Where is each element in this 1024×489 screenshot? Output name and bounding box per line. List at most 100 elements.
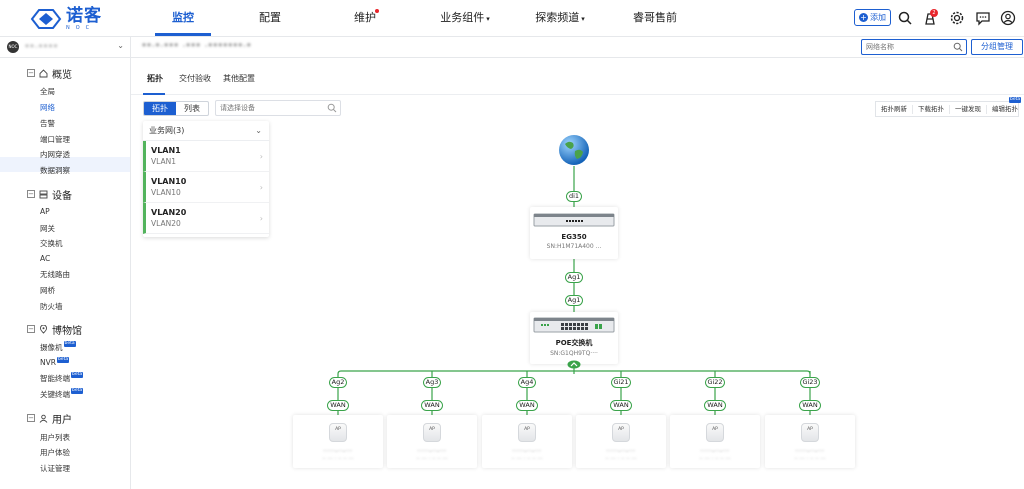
device-search[interactable] [215, 100, 341, 116]
ap-name: ·····-··-··· [512, 448, 542, 455]
network-search[interactable] [861, 39, 967, 55]
user-account-icon[interactable] [1000, 10, 1016, 26]
gear-icon[interactable] [949, 10, 965, 26]
tab-active-indicator [143, 93, 165, 95]
caret-down-icon: ▾ [581, 15, 585, 23]
ap-info: ·· ··· · ·· ·· ··· [605, 456, 637, 462]
search-icon[interactable] [327, 103, 337, 113]
group-management-button[interactable]: 分组管理 [971, 39, 1023, 55]
chevron-right-icon: › [259, 152, 263, 161]
port-label: Gi22 [705, 377, 725, 388]
sidebar-item-global[interactable]: 全局 [40, 87, 55, 96]
switch-device-icon [533, 317, 615, 333]
collapse-toggle-icon[interactable] [567, 360, 581, 369]
access-point-icon: AP [706, 423, 724, 442]
wan-label: WAN [610, 400, 632, 411]
ap-device-card[interactable]: AP ·····-··-··· ·· ··· · ·· ·· ··· [765, 415, 855, 468]
sidebar-item-wireless-router[interactable]: 无线路由 [40, 270, 70, 279]
sidebar-section-users[interactable]: − 用户 [27, 414, 72, 426]
network-search-input[interactable] [862, 40, 952, 54]
access-point-icon: AP [329, 423, 347, 442]
sidebar-item-alarms[interactable]: 告警 [40, 119, 55, 128]
tab-delivery-acceptance[interactable]: 交付验收 [179, 74, 211, 83]
sidebar-item-switch[interactable]: 交换机 [40, 239, 63, 248]
project-name: **·**** [25, 42, 59, 52]
business-network-header[interactable]: 业务网(3) ⌄ [143, 121, 269, 141]
beta-badge: beta [63, 341, 76, 347]
beta-badge: beta [56, 357, 70, 363]
sidebar-item-ap[interactable]: AP [40, 207, 50, 216]
sidebar-item-auth-management[interactable]: 认证管理 [40, 464, 70, 473]
refresh-topology-button[interactable]: 拓扑刷新 [876, 104, 913, 114]
link-label: Ag1 [565, 272, 583, 283]
add-button[interactable]: + 添加 [854, 9, 891, 26]
project-selector[interactable]: NOC **·**** ⌄ [0, 37, 131, 57]
wan-label: WAN [516, 400, 538, 411]
ap-device-card[interactable]: AP ·····-··-··· ·· ··· · ·· ·· ··· [576, 415, 666, 468]
ap-info: ·· ··· · ·· ·· ··· [794, 456, 826, 462]
sidebar-item-gateway[interactable]: 网关 [40, 224, 55, 233]
nav-business-components[interactable]: 业务组件▾ [440, 11, 490, 24]
sidebar-item-data-insight[interactable]: 数据洞察 [40, 166, 70, 175]
vlan-item[interactable]: VLAN1 VLAN1 › [143, 141, 269, 172]
sidebar-section-devices[interactable]: − 设备 [27, 190, 72, 202]
business-network-panel: 业务网(3) ⌄ VLAN1 VLAN1 › VLAN10 VLAN10 › V… [143, 121, 269, 237]
switch-device-card[interactable]: POE交换机 SN:G1QH9TQ···· [530, 312, 618, 364]
beta-badge: beta [1009, 97, 1022, 103]
device-search-input[interactable] [216, 101, 326, 115]
ap-name: ·····-··-··· [606, 448, 636, 455]
search-icon[interactable] [897, 10, 913, 26]
nav-explore-channel[interactable]: 探索频道▾ [535, 11, 585, 24]
ap-device-card[interactable]: AP ·····-··-··· ·· ··· · ·· ·· ··· [670, 415, 760, 468]
view-toggle: 拓扑 列表 [143, 101, 209, 116]
brand-name-en: NOC [66, 24, 96, 31]
brand-logo[interactable]: 诺客 NOC [30, 6, 130, 32]
ap-device-card[interactable]: AP ·····-··-··· ·· ··· · ·· ·· ··· [482, 415, 572, 468]
location-icon [39, 324, 48, 334]
sidebar-item-nat-traversal[interactable]: 内网穿透 [40, 150, 70, 159]
sidebar-item-network[interactable]: 网络 [40, 103, 55, 112]
sidebar-item-user-experience[interactable]: 用户体验 [40, 448, 70, 457]
port-label: Gi23 [800, 377, 820, 388]
logo-icon [30, 9, 62, 29]
internet-globe-icon[interactable] [558, 134, 590, 166]
tab-other-config[interactable]: 其他配置 [223, 74, 255, 83]
tab-topology[interactable]: 拓扑 [147, 74, 163, 83]
ap-device-card[interactable]: AP ·····-··-··· ·· ··· · ·· ·· ··· [387, 415, 477, 468]
download-topology-button[interactable]: 下载拓扑 [913, 104, 950, 114]
switch-sn: SN:G1QH9TQ···· [550, 350, 598, 357]
sidebar-item-firewall[interactable]: 防火墙 [40, 302, 63, 311]
sidebar-item-port-management[interactable]: 端口管理 [40, 135, 70, 144]
ap-name: ·····-··-··· [323, 448, 353, 455]
ap-name: ·····-··-··· [795, 448, 825, 455]
sidebar-section-overview[interactable]: − 概览 [27, 68, 72, 81]
sidebar-item-bridge[interactable]: 网桥 [40, 286, 55, 295]
sidebar: − 概览 全局 网络 告警 端口管理 内网穿透 数据洞察 − 设备 AP 网关 … [0, 58, 131, 489]
view-list-button[interactable]: 列表 [184, 104, 200, 113]
ap-info: ·· ··· · ·· ·· ··· [322, 456, 354, 462]
search-icon[interactable] [953, 42, 963, 52]
gateway-device-card[interactable]: EG350 SN:H1M71A400 ... [530, 207, 618, 259]
ap-name: ·····-··-··· [700, 448, 730, 455]
avatar: NOC [7, 41, 19, 53]
topology-toolbar: 拓扑刷新 下载拓扑 一键发现 编辑拓扑 [875, 101, 1019, 117]
sidebar-item-ac[interactable]: AC [40, 254, 51, 263]
auto-discover-button[interactable]: 一键发现 [950, 104, 987, 114]
ap-device-card[interactable]: AP ·····-··-··· ·· ··· · ·· ·· ··· [293, 415, 383, 468]
sidebar-section-museum[interactable]: − 博物馆 [27, 324, 82, 337]
vlan-item[interactable]: VLAN10 VLAN10 › [143, 172, 269, 203]
message-icon[interactable] [975, 10, 991, 26]
nav-monitor[interactable]: 监控 [172, 11, 194, 24]
sidebar-active-highlight [0, 157, 130, 172]
view-topology-button[interactable]: 拓扑 [144, 102, 176, 115]
nav-presales[interactable]: 睿哥售前 [633, 11, 677, 24]
edit-topology-button[interactable]: 编辑拓扑 [992, 104, 1018, 113]
sidebar-item-user-list[interactable]: 用户列表 [40, 433, 70, 442]
nav-maintenance[interactable]: 维护 [354, 11, 376, 24]
nav-config[interactable]: 配置 [259, 11, 281, 24]
vlan-item[interactable]: VLAN20 VLAN20 › [143, 203, 269, 234]
